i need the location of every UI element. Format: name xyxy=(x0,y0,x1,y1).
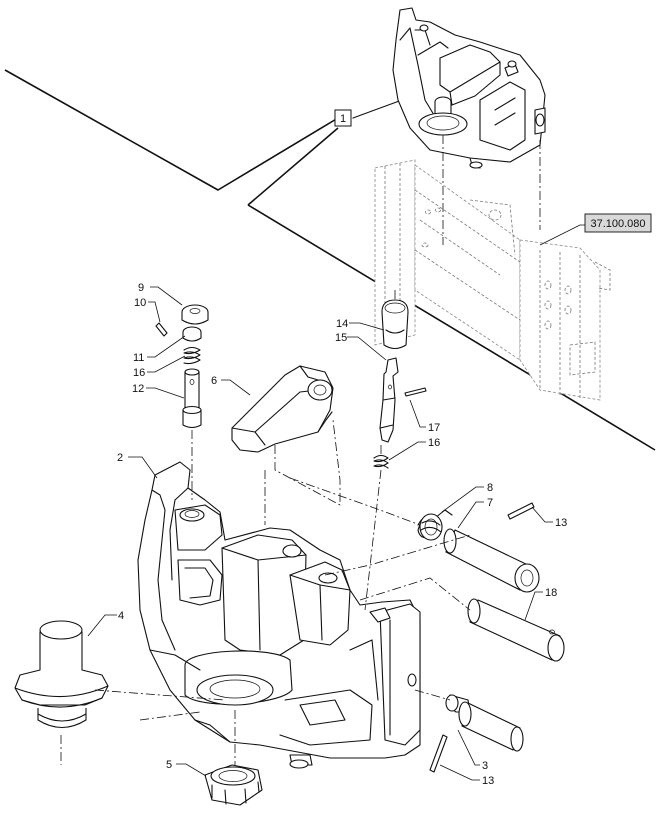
part-14-knob xyxy=(381,299,409,350)
callout-1: 1 xyxy=(340,113,346,125)
callout-16-upper: 16 xyxy=(133,367,145,379)
callout-8: 8 xyxy=(487,482,493,494)
callout-5: 5 xyxy=(166,759,172,771)
chassis-frame-ghost xyxy=(374,159,611,401)
callout-13-upper: 13 xyxy=(555,517,567,529)
callout-9: 9 xyxy=(138,282,144,294)
part-16-spring-lower xyxy=(373,454,389,469)
part-12-plunger xyxy=(182,368,202,429)
reference-label[interactable]: 37.100.080 xyxy=(590,218,645,230)
callout-16-lower: 16 xyxy=(428,437,440,449)
callout-7: 7 xyxy=(487,497,493,509)
callout-10: 10 xyxy=(134,297,146,309)
part-15-rod xyxy=(379,357,399,443)
callout-12: 12 xyxy=(132,383,144,395)
leader-lines xyxy=(87,224,585,781)
axis-line-16 xyxy=(364,469,382,611)
section-cut-lines xyxy=(4,69,656,451)
hitch-body xyxy=(137,461,421,769)
part-9-cap xyxy=(181,304,209,325)
part-7-pin xyxy=(443,528,540,593)
callout-6: 6 xyxy=(211,375,217,387)
callout-box-1 xyxy=(334,109,352,127)
part-13-roll-pin-upper xyxy=(507,502,535,520)
part-10-pin xyxy=(155,322,168,337)
installed-hitch-assembly xyxy=(392,7,546,169)
callout-18: 18 xyxy=(545,587,557,599)
part-4-king-pin xyxy=(14,620,109,729)
assembly-centerlines xyxy=(139,419,471,721)
part-5-nut xyxy=(204,764,263,806)
callout-2: 2 xyxy=(117,452,123,464)
part-6-latch xyxy=(231,365,334,453)
reference-box xyxy=(584,213,652,233)
part-13-roll-pin-lower xyxy=(429,734,448,773)
callout-15: 15 xyxy=(335,332,347,344)
part-18-pin xyxy=(467,598,565,662)
part-11-washer xyxy=(182,326,202,342)
part-17-pin xyxy=(404,387,427,397)
axis-line-4-to-body xyxy=(94,689,226,701)
callout-13-lower: 13 xyxy=(482,775,494,787)
callout-4: 4 xyxy=(118,610,124,622)
callout-17: 17 xyxy=(428,422,440,434)
part-16-spring-upper xyxy=(183,346,201,365)
part-3-pin xyxy=(445,694,524,752)
callout-14: 14 xyxy=(336,318,348,330)
callout-11: 11 xyxy=(133,352,144,364)
callout-3: 3 xyxy=(482,760,488,772)
